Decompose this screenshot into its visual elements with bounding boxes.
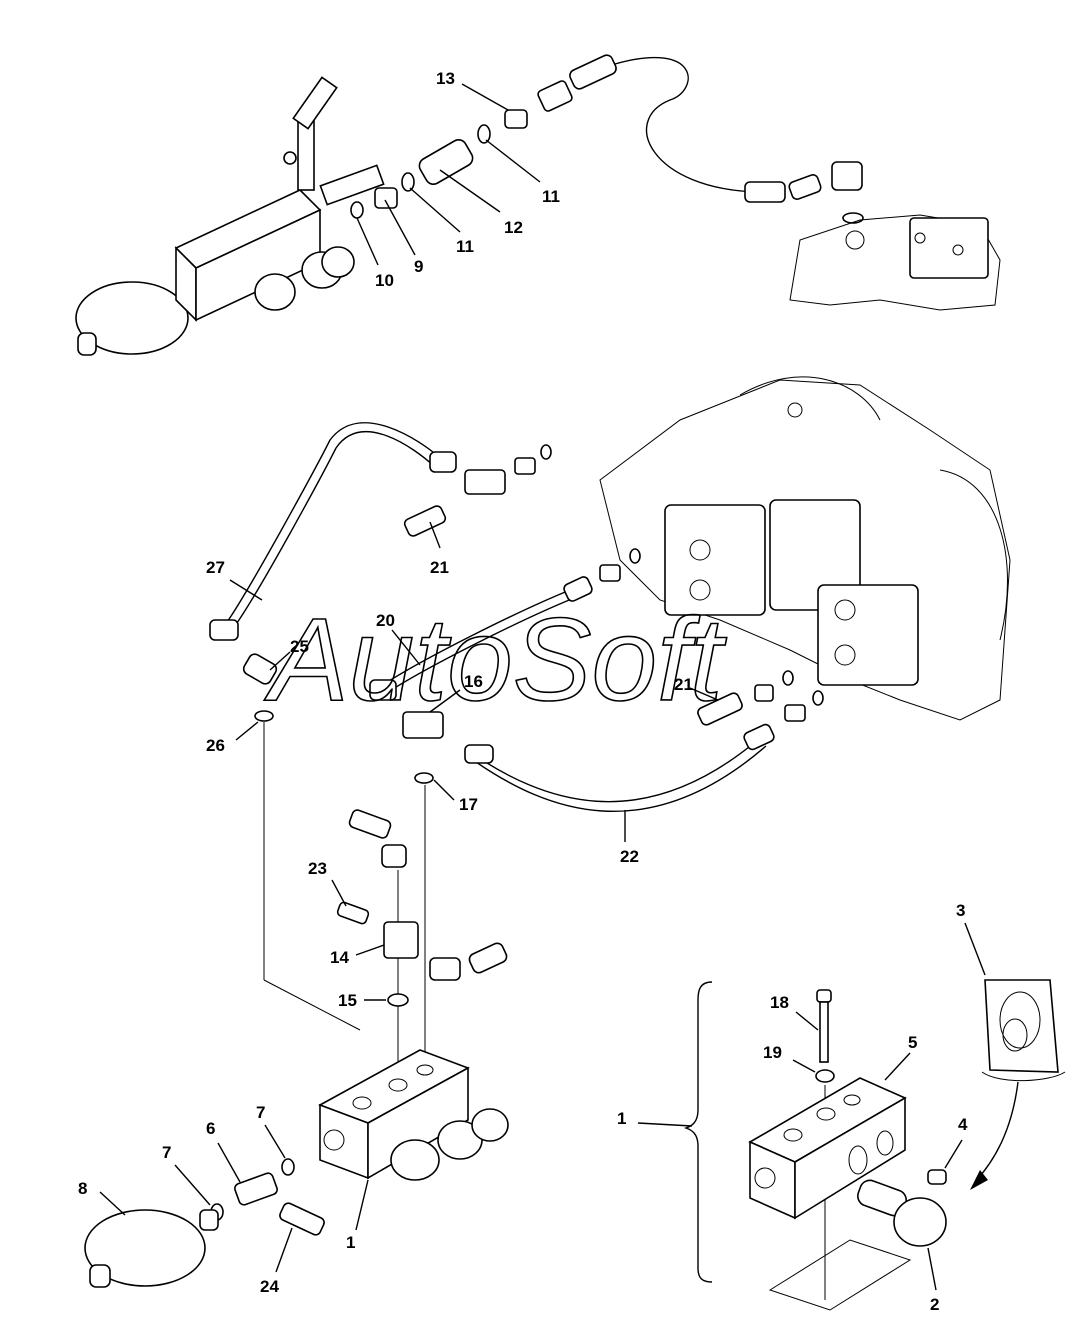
label-7-upper: 7	[256, 1103, 265, 1122]
label-6: 6	[206, 1119, 215, 1138]
label-7-lower: 7	[162, 1143, 171, 1162]
label-20: 20	[376, 611, 395, 630]
label-2: 2	[930, 1295, 939, 1314]
label-18: 18	[770, 993, 789, 1012]
middle-hoses	[209, 422, 824, 813]
label-13: 13	[436, 69, 455, 88]
label-1-kit: 1	[617, 1109, 626, 1128]
part-labels: 13 11 12 11 9 10 27 21 20 25 16 21 26 17…	[78, 69, 968, 1314]
label-26: 26	[206, 736, 225, 755]
label-11-upper: 11	[542, 187, 560, 206]
label-10: 10	[375, 271, 394, 290]
washer-11b	[477, 124, 491, 144]
top-valve-block-assembly	[75, 76, 385, 356]
label-4: 4	[958, 1115, 968, 1134]
label-5: 5	[908, 1033, 917, 1052]
lower-left-assembly	[84, 722, 509, 1288]
middle-pump-housing	[599, 376, 1011, 721]
label-19: 19	[763, 1043, 782, 1062]
label-25: 25	[290, 637, 309, 656]
label-22: 22	[620, 847, 639, 866]
top-pump-body	[789, 214, 1001, 311]
watermark: AutoSoft	[264, 594, 727, 726]
leader-lines	[99, 83, 986, 1291]
label-3: 3	[956, 901, 965, 920]
label-1-left: 1	[346, 1233, 355, 1252]
kit-detail	[683, 979, 1066, 1311]
fitting-9	[374, 187, 398, 209]
label-23: 23	[308, 859, 327, 878]
label-11-lower: 11	[456, 237, 474, 256]
sleeve-12	[418, 139, 474, 185]
label-21-left: 21	[430, 558, 449, 577]
o-ring-10	[350, 201, 364, 219]
fitting-13	[504, 109, 528, 129]
label-12: 12	[504, 218, 523, 237]
label-14: 14	[330, 948, 349, 967]
label-24: 24	[260, 1277, 279, 1296]
label-16: 16	[464, 672, 483, 691]
label-17: 17	[459, 795, 478, 814]
label-8: 8	[78, 1179, 87, 1198]
label-27: 27	[206, 558, 225, 577]
label-15: 15	[338, 991, 357, 1010]
label-9: 9	[414, 257, 423, 276]
top-fittings	[350, 54, 864, 224]
washer-11a	[401, 172, 415, 192]
label-21-right: 21	[674, 675, 693, 694]
